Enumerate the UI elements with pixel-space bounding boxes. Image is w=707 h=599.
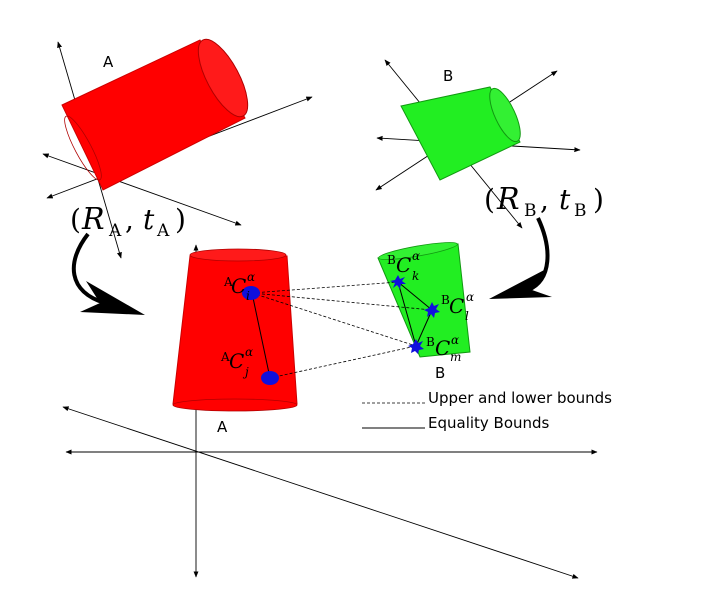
cup-a-top-base [64,115,102,181]
ck-sup: α [412,249,420,263]
centroid-label-ck: B C α k [387,249,420,283]
transform-a-open: ( [70,203,81,236]
transform-a-t: t [143,203,155,236]
point-cj [261,371,279,385]
solid-cl-cm [415,309,433,347]
ci-sup: α [247,270,255,284]
cup-a-top-group: A [42,38,313,259]
transform-b-t-sub: B [574,201,587,221]
centroid-label-cl: B C α l [441,290,474,323]
ci-sub: i [246,289,250,303]
centroid-label-ci: A C α i [223,270,255,303]
curved-arrow-left [71,232,145,315]
transform-a-close: ) [175,203,186,236]
curved-arrow-right [489,217,552,299]
dashed-ci-ck [251,281,399,294]
cup-b-bottom-rim [378,242,458,260]
label-b-bottom: B [435,364,445,382]
transform-b-comma: , [540,183,549,216]
cup-b-top-group: B [375,59,581,229]
dashed-ci-cm [251,292,417,347]
transform-b-r-sub: B [524,201,537,221]
transform-b-r: R [496,182,520,217]
cup-b-top [400,86,521,181]
point-ck [390,275,406,289]
solid-ck-cm [397,281,417,347]
legend: Upper and lower bounds Equality Bounds [362,389,612,432]
cup-b-top-rim [489,87,521,143]
point-cl [424,302,440,318]
solid-ck-cl [397,281,433,311]
transform-a-r-sub: A [108,221,122,241]
label-b-top: B [443,67,453,85]
label-a-top: A [103,53,114,71]
cj-base: C [229,349,244,373]
cj-pre: A [220,350,230,364]
ck-base: C [396,253,411,277]
centroid-label-cm: B C α m [426,333,461,364]
dashed-ci-cl [251,292,433,311]
point-ci [242,286,260,300]
transform-b-close: ) [593,183,604,216]
legend-dashed-label: Upper and lower bounds [428,389,612,407]
cl-sub: l [465,309,469,323]
transform-b-t: t [559,183,571,216]
cj-sub: j [242,365,249,379]
cup-a-bottom-base-rim [172,398,298,412]
bound-lines [251,281,433,379]
points [242,275,440,385]
transform-b: ( R B , t B ) [484,182,604,221]
transform-a-t-sub: A [156,221,170,241]
ck-pre: B [387,253,396,267]
transform-b-open: ( [484,183,495,216]
cup-a-bottom-top-rim [189,248,287,262]
point-cm [408,339,424,354]
cl-base: C [449,294,464,318]
centroid-label-cj: A C α j [220,345,253,379]
cup-a-top [61,39,246,191]
cup-a-bottom-group: A [172,248,298,436]
cup-a-top-rim [197,38,249,118]
cl-sup: α [466,290,474,304]
cl-pre: B [441,293,450,307]
cj-sup: α [245,345,253,359]
transform-a: ( R A , t A ) [70,202,186,241]
transform-a-r: R [81,202,105,237]
label-a-bottom: A [217,418,228,436]
cm-sub: m [450,350,461,364]
axis-a-top-3 [42,153,242,226]
solid-ci-cj [251,292,271,379]
ci-base: C [231,274,246,298]
cm-pre: B [426,335,435,349]
ci-pre: A [223,275,233,289]
cm-sup: α [451,333,459,347]
cm-base: C [435,336,450,360]
cup-b-bottom-group: B [377,242,471,382]
legend-solid-label: Equality Bounds [428,414,550,432]
transform-a-comma: , [125,203,134,236]
ck-sub: k [412,269,419,283]
global-axis-diagonal [62,406,579,579]
